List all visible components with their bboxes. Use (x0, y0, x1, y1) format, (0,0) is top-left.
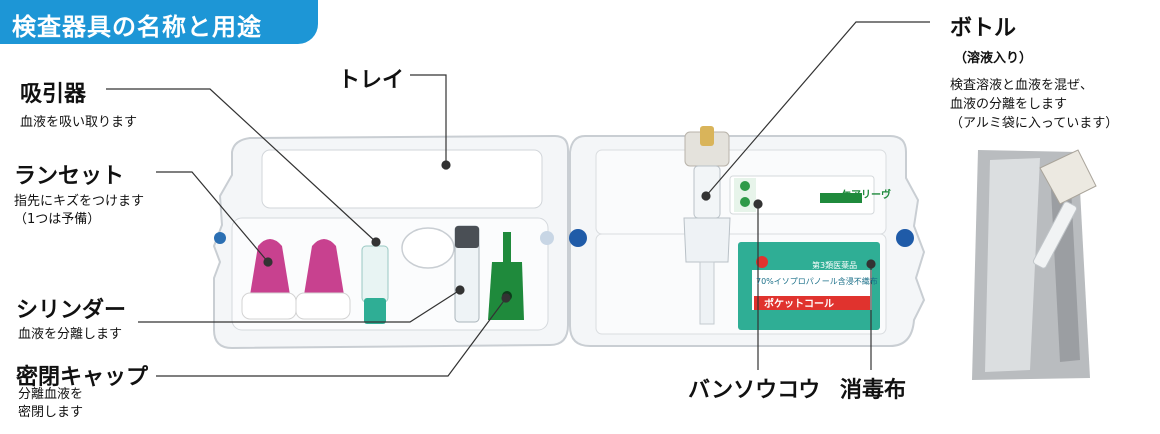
label-lancet-desc-1: 指先にキズをつけます (14, 194, 145, 209)
bandage (729, 175, 875, 215)
label-lancet-desc-2: （1つは予備） (14, 212, 101, 227)
label-cylinder-desc: 血液を分離します (18, 327, 123, 342)
label-disinfectant: 消毒布 (840, 378, 907, 403)
lancet-2 (295, 239, 351, 320)
pad-category-text: 第3類医薬品 (812, 260, 857, 270)
bandage-brand-text: ケアリーヴ (841, 188, 891, 201)
label-bottle-desc-3: 血液の分離をします (950, 97, 1068, 112)
label-cap-desc-2: 密閉します (18, 405, 84, 420)
pad-name-text: ポケットコール (764, 297, 834, 310)
label-cap: 密閉キャップ (16, 365, 149, 390)
label-tray: トレイ (338, 68, 405, 93)
label-cylinder: シリンダー (16, 298, 127, 323)
label-bottle-desc-2: 検査溶液と血液を混ぜ、 (950, 78, 1094, 93)
title-banner: 検査器具の名称と用途 (0, 0, 318, 44)
label-suction-desc: 血液を吸い取ります (20, 115, 138, 130)
leader-lines (106, 21, 930, 377)
label-lancet: ランセット (14, 164, 125, 189)
suction-device (361, 245, 389, 324)
aluminum-pouch (972, 149, 1097, 380)
disinfectant-pad (738, 242, 880, 330)
label-bottle-desc-4: （アルミ袋に入っています） (950, 116, 1119, 131)
cylinder (454, 225, 480, 323)
label-bandage: バンソウコウ (688, 378, 821, 403)
label-bottle: ボトル (950, 16, 1017, 41)
label-suction: 吸引器 (20, 82, 87, 107)
label-bottle-desc-1: （溶液入り） (954, 51, 1033, 66)
label-cap-desc-1: 分離血液を (18, 387, 84, 402)
page-title: 検査器具の名称と用途 (12, 13, 262, 41)
pad-line-text: 70%イソプロパノール含浸不織布 (756, 276, 878, 286)
